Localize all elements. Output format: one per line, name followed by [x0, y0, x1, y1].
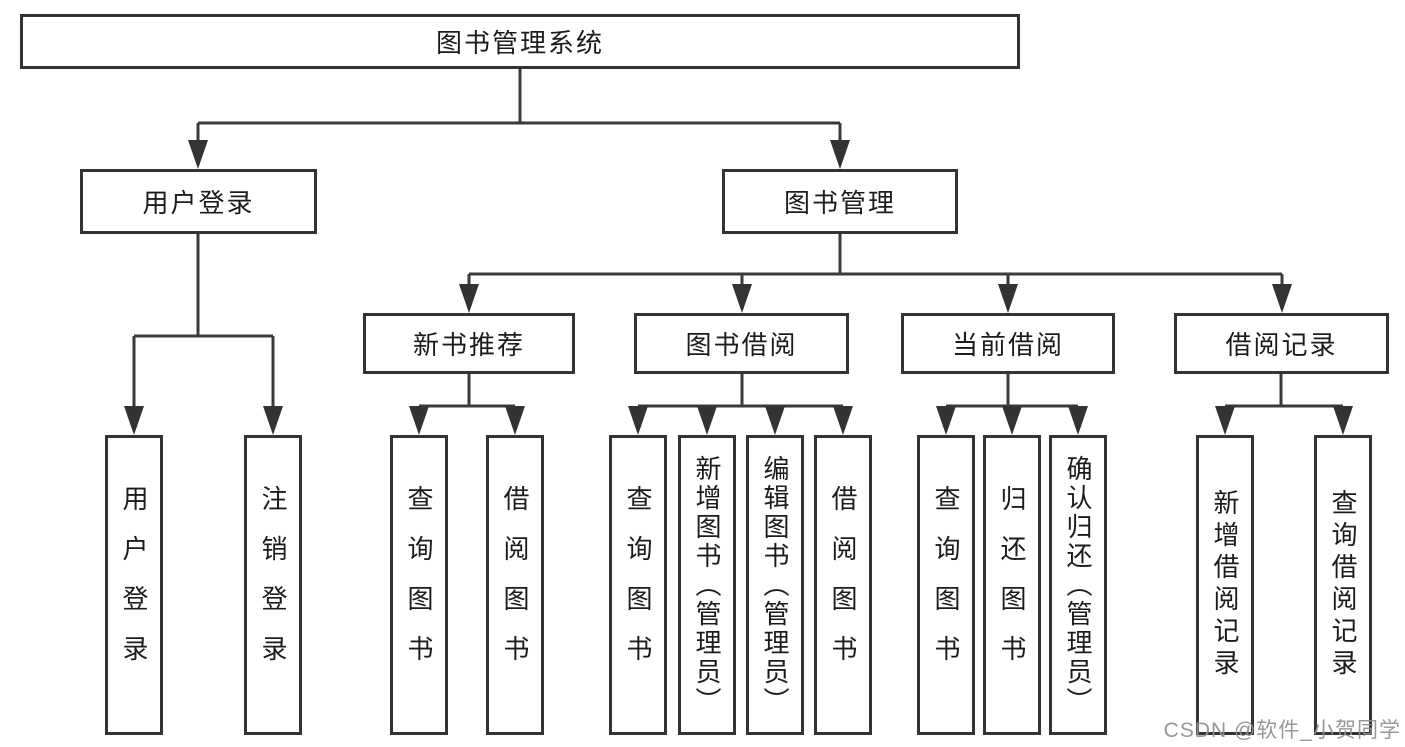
connector-user-login-to-leaves — [124, 234, 283, 435]
node-user-login: 用户登录 — [80, 169, 317, 234]
node-borrowing-records: 借阅记录 — [1174, 313, 1389, 374]
leaf-add-books-admin: 新增图书（管理员） — [678, 435, 736, 735]
csdn-watermark: CSDN @软件_小贺同学 — [1163, 719, 1401, 742]
connector-root-to-level2 — [188, 69, 850, 169]
node-current-borrowing: 当前借阅 — [901, 313, 1115, 374]
leaf-return-books: 归还图书 — [983, 435, 1041, 735]
connector-book-mgmt-to-level3 — [459, 234, 1292, 313]
leaf-add-borrow-record: 新增借阅记录 — [1196, 435, 1254, 735]
node-book-management: 图书管理 — [722, 169, 958, 234]
leaf-logout: 注销登录 — [244, 435, 302, 735]
leaf-query-books-recommend: 查询图书 — [390, 435, 448, 735]
node-new-book-recommendation: 新书推荐 — [363, 313, 575, 374]
leaf-confirm-return-admin: 确认归还（管理员） — [1049, 435, 1107, 735]
leaf-user-login: 用户登录 — [105, 435, 163, 735]
leaf-edit-books-admin: 编辑图书（管理员） — [746, 435, 804, 735]
leaf-query-books-current: 查询图书 — [917, 435, 975, 735]
leaf-query-books-borrow: 查询图书 — [609, 435, 667, 735]
connector-current-borrow-to-leaves — [936, 374, 1088, 435]
connector-borrow-records-to-leaves — [1215, 374, 1353, 435]
node-book-borrowing: 图书借阅 — [634, 313, 849, 374]
leaf-borrow-books-recommend: 借阅图书 — [486, 435, 544, 735]
connector-new-book-rec-to-leaves — [409, 374, 525, 435]
leaf-query-borrow-record: 查询借阅记录 — [1314, 435, 1372, 735]
node-library-management-system: 图书管理系统 — [20, 14, 1020, 69]
connector-book-borrow-to-leaves — [628, 374, 853, 435]
leaf-borrow-books: 借阅图书 — [814, 435, 872, 735]
